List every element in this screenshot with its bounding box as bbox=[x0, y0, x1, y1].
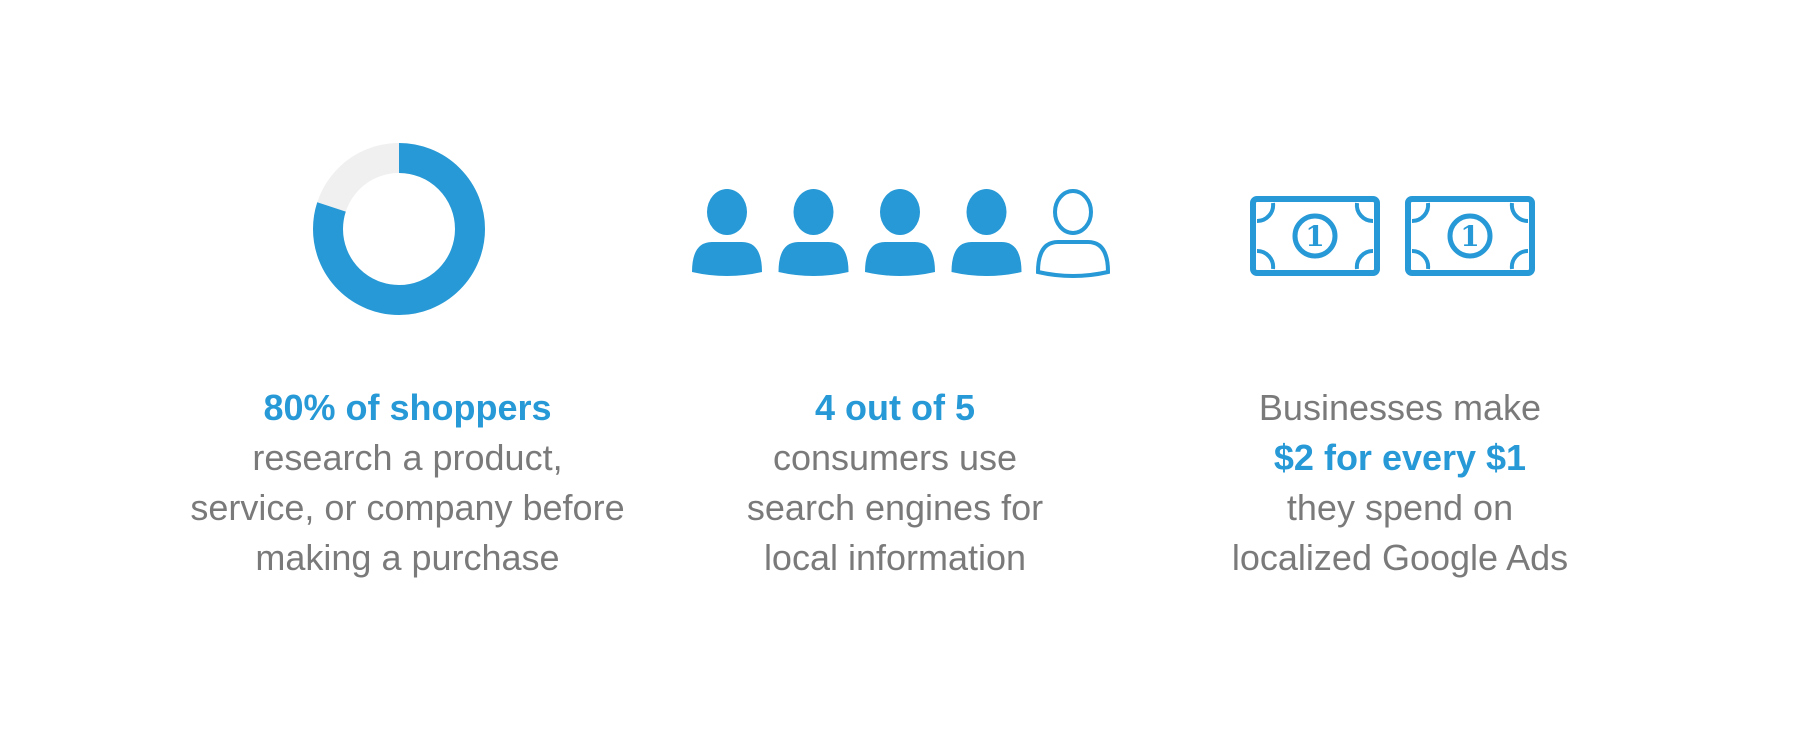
dollar-bill-icon: 1 bbox=[1250, 196, 1380, 276]
stat-businesses-lead: Businesses make bbox=[1258, 387, 1542, 428]
person-filled-icon bbox=[692, 189, 762, 276]
stat-businesses-highlight: $2 for every $1 bbox=[1273, 437, 1527, 478]
stat-shoppers-highlight: 80% of shoppers bbox=[263, 387, 552, 428]
bill-denomination-label: 1 bbox=[1305, 220, 1324, 253]
person-outline-icon bbox=[1035, 189, 1111, 278]
stat-consumers-line-2: search engines for bbox=[746, 487, 1044, 528]
bill-denomination-label: 1 bbox=[1460, 220, 1479, 253]
stat-consumers-line-1: consumers use bbox=[772, 437, 1018, 478]
donut-progress-arc bbox=[313, 143, 485, 315]
stat-consumers-line-3: local information bbox=[763, 537, 1027, 578]
person-filled-icon bbox=[951, 189, 1022, 276]
stat-shoppers-line-1: research a product, bbox=[252, 437, 563, 478]
stat-businesses-caption: Businesses make $2 for every $1 they spe… bbox=[1150, 383, 1650, 583]
stat-shoppers-line-3: making a purchase bbox=[255, 537, 560, 578]
stat-consumers-caption: 4 out of 5 consumers use search engines … bbox=[650, 383, 1140, 583]
dollar-bill-icon: 1 bbox=[1405, 196, 1535, 276]
person-filled-icon bbox=[865, 189, 935, 276]
stat-consumers-highlight: 4 out of 5 bbox=[815, 387, 975, 428]
stat-shoppers-line-2: service, or company before bbox=[190, 487, 625, 528]
person-filled-icon bbox=[778, 189, 849, 276]
donut-progress-icon bbox=[313, 143, 485, 320]
stat-businesses-line-1: they spend on bbox=[1286, 487, 1514, 528]
people-icon bbox=[688, 187, 1118, 292]
stat-shoppers-caption: 80% of shoppers research a product, serv… bbox=[150, 383, 665, 583]
stat-businesses-line-2: localized Google Ads bbox=[1231, 537, 1569, 578]
